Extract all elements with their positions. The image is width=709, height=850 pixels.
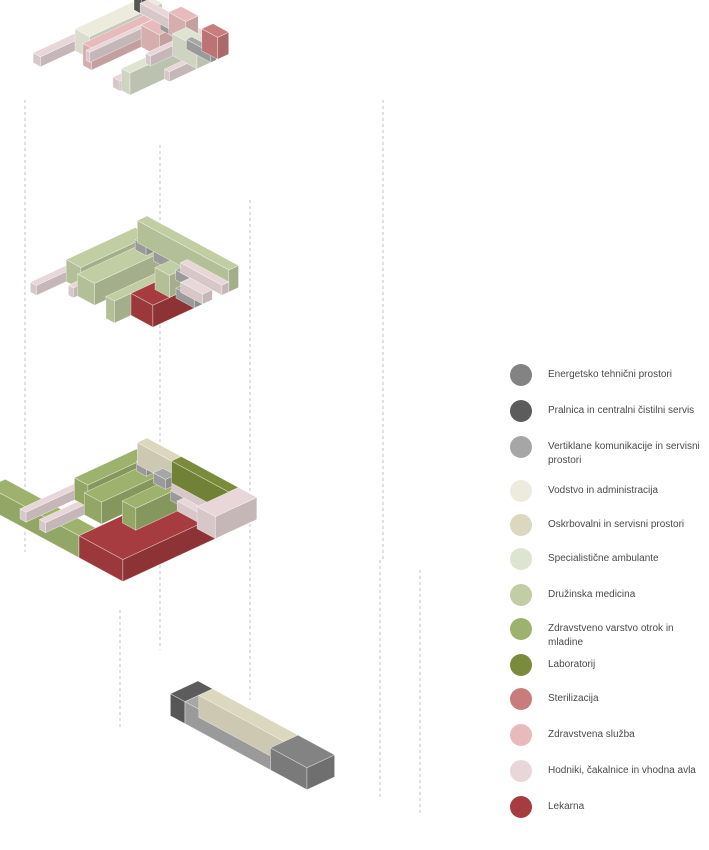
legend-swatch <box>510 514 532 536</box>
legend-label: Sterilizacija <box>548 693 599 704</box>
floor-top <box>32 0 230 96</box>
block-top-face <box>269 734 336 769</box>
legend-label: Specialistične ambulante <box>548 553 659 564</box>
block <box>179 259 230 296</box>
block-front-face <box>133 0 142 15</box>
legend-label: Lekarna <box>548 801 585 812</box>
floor-stack <box>0 0 336 791</box>
legend-swatch <box>510 584 532 606</box>
legend-swatch <box>510 618 532 640</box>
floor-basement <box>169 680 336 791</box>
legend-swatch <box>510 548 532 570</box>
legend-swatch <box>510 796 532 818</box>
legend-label: Vertiklane komunikacije in servisni pros… <box>548 441 700 466</box>
block <box>196 487 258 540</box>
floor-middle <box>29 215 240 328</box>
legend-label: Zdravstveno varstvo otrok in mladine <box>548 623 674 648</box>
legend-label: Energetsko tehnični prostori <box>548 369 672 380</box>
legend-label: Družinska medicina <box>548 589 636 600</box>
legend-swatch <box>510 364 532 386</box>
legend-swatch <box>510 760 532 782</box>
legend-swatch <box>510 436 532 458</box>
block <box>180 277 213 305</box>
block-top-face <box>136 215 240 271</box>
legend-label: Oskrbovalni in servisni prostori <box>548 519 685 530</box>
legend-label: Vodstvo in administracija <box>548 485 659 496</box>
block <box>201 23 230 60</box>
block <box>269 734 336 791</box>
legend-label: Hodniki, čakalnice in vhodna avla <box>548 765 696 776</box>
legend-label: Zdravstvena služba <box>548 729 635 740</box>
legend-swatch <box>510 400 532 422</box>
legend-label: Pralnica in centralni čistilni servis <box>548 405 695 416</box>
legend-label: Laboratorij <box>548 659 596 670</box>
block-top-face <box>201 23 230 38</box>
block-top-face <box>196 487 258 517</box>
block-top-face <box>179 259 230 286</box>
legend-swatch <box>510 654 532 676</box>
block-top-face <box>152 467 176 480</box>
block-top-face <box>168 6 199 22</box>
floor-ground <box>0 437 258 583</box>
legend-swatch <box>510 480 532 502</box>
legend-swatch <box>510 724 532 746</box>
legend-swatch <box>510 688 532 710</box>
